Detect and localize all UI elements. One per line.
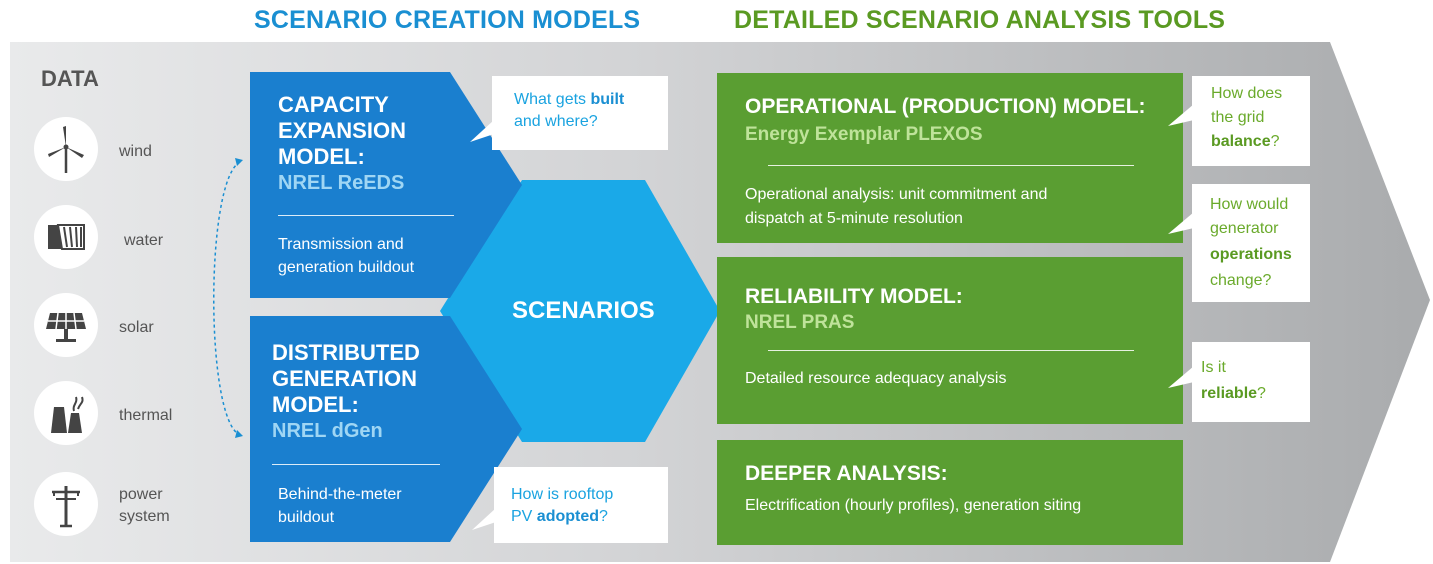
capacity-question-callout [492,76,668,150]
source-label-solar: solar [119,319,154,336]
reliable-callout-tail [1168,366,1194,388]
operational-model-box [717,73,1183,243]
reliable-question-callout [1192,342,1310,422]
capacity-model-subtitle: NREL ReEDS [278,172,405,194]
source-label-power-system: power system [119,486,170,525]
capacity-model-divider [278,215,454,216]
capacity-model-desc-1: Transmission and [278,236,404,253]
scenarios-label: SCENARIOS [512,297,655,324]
operational-model-desc-1: Operational analysis: unit commitment an… [745,186,1048,203]
operations-question-line-2: generator [1210,220,1279,237]
transmission-tower-icon [34,472,98,536]
capacity-callout-tail [470,120,494,142]
operations-question-line-3: operations [1210,246,1292,263]
power-plant-icon [34,381,98,445]
dgen-question-line-1: How is rooftop [511,486,614,503]
deeper-analysis-title: DEEPER ANALYSIS: [745,462,948,485]
deeper-analysis-desc: Electrification (hourly profiles), gener… [745,497,1082,514]
data-title: DATA [41,66,99,91]
model-link-arrow [213,158,243,438]
capacity-question-line-1: What gets built [514,91,625,108]
dgen-model-title-3: MODEL: [272,392,359,417]
reliability-model-divider [768,350,1134,351]
capacity-question-line-2: and where? [514,113,598,130]
operational-model-title: OPERATIONAL (PRODUCTION) MODEL: [745,95,1146,118]
capacity-model-title-3: MODEL: [278,144,365,169]
dgen-model-title-2: GENERATION [272,366,418,391]
deeper-analysis-box [717,440,1183,545]
dgen-model-desc-2: buildout [278,509,335,526]
dgen-model-subtitle: NREL dGen [272,420,383,442]
wind-turbine-icon [34,117,98,181]
reliability-model-desc: Detailed resource adequacy analysis [745,370,1007,387]
reliable-question-line-1: Is it [1201,359,1226,376]
capacity-model-desc-2: generation buildout [278,259,415,276]
dgen-question-line-2: PV adopted? [511,508,608,525]
source-label-thermal: thermal [119,407,173,424]
balance-question-line-3: balance? [1211,133,1280,150]
dgen-model-title-1: DISTRIBUTED [272,340,420,365]
reliability-model-title: RELIABILITY MODEL: [745,285,963,308]
reliability-model-box [717,257,1183,424]
capacity-model-title-1: CAPACITY [278,92,389,117]
source-label-wind: wind [119,143,152,160]
dgen-model-box [250,316,522,542]
reliability-model-subtitle: NREL PRAS [745,312,855,333]
operational-model-desc-2: dispatch at 5-minute resolution [745,210,963,227]
capacity-model-title-2: EXPANSION [278,118,406,143]
balance-question-line-1: How does [1211,85,1283,102]
dgen-model-divider [272,464,440,465]
solar-panel-icon [34,293,98,357]
operational-model-subtitle: Energy Exemplar PLEXOS [745,124,983,145]
scenario-creation-heading: SCENARIO CREATION MODELS [254,6,641,34]
balance-question-line-2: the grid [1211,109,1265,126]
reliable-question-line-2: reliable? [1201,385,1266,402]
scenarios-shape [440,180,720,442]
dgen-callout-tail [472,508,496,530]
operations-callout-tail [1168,212,1194,234]
source-label-water: water [124,232,164,249]
dam-icon [34,205,98,269]
operations-question-line-4: change? [1210,272,1272,289]
operational-model-divider [768,165,1134,166]
balance-callout-tail [1168,104,1194,126]
dgen-question-callout [494,467,668,543]
dgen-model-desc-1: Behind-the-meter [278,486,402,503]
balance-question-callout [1192,76,1310,166]
capacity-model-box [250,72,522,298]
detailed-analysis-heading: DETAILED SCENARIO ANALYSIS TOOLS [734,6,1226,34]
operations-question-line-1: How would [1210,196,1289,213]
operations-question-callout [1192,184,1310,302]
